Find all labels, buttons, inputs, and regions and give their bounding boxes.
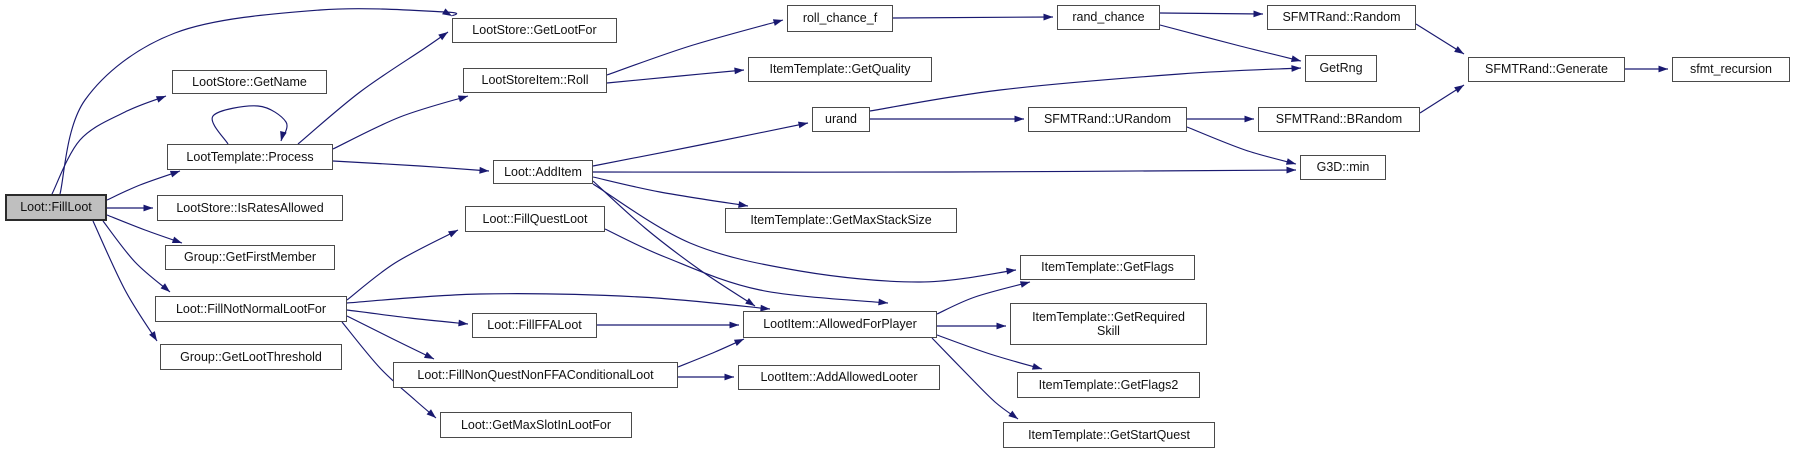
arrowhead-randChance-to-random (1253, 10, 1263, 18)
arrowhead-addItem-to-g3dMin (1286, 166, 1296, 174)
node-getLootFor[interactable]: LootStore::GetLootFor (452, 18, 617, 43)
node-getFlags[interactable]: ItemTemplate::GetFlags (1020, 255, 1195, 280)
arrowhead-allowedForPlayer-to-getFlags (1019, 281, 1030, 288)
arrowhead-process-to-addItem (479, 166, 489, 174)
edge-addItem-to-urand (592, 122, 809, 167)
arrowhead-addItem-to-urand (798, 121, 808, 129)
edge-process-to-process (211, 105, 288, 145)
edge-fillNonQuest-to-allowedForPlayer (677, 338, 745, 368)
arrowhead-fillNotNormal-to-fillFFALoot (458, 319, 468, 327)
node-getStartQuest[interactable]: ItemTemplate::GetStartQuest (1003, 422, 1215, 448)
edge-bRandom-to-generate (1419, 84, 1465, 114)
edge-addItem-to-g3dMin (592, 169, 1297, 173)
arrowhead-fillLoot-to-fillNotNormal (160, 283, 170, 292)
node-fillNotNormal[interactable]: Loot::FillNotNormalLootFor (155, 296, 347, 322)
node-getMaxStackSize[interactable]: ItemTemplate::GetMaxStackSize (725, 208, 957, 233)
arrowhead-urand-to-getRng (1291, 65, 1301, 72)
node-fillNonQuest[interactable]: Loot::FillNonQuestNonFFAConditionalLoot (393, 362, 678, 388)
node-getRng[interactable]: GetRng (1305, 55, 1377, 82)
arrowhead-fillFFALoot-to-allowedForPlayer (729, 321, 739, 329)
edge-fillNotNormal-to-fillFFALoot (346, 309, 469, 325)
node-allowedForPlayer[interactable]: LootItem::AllowedForPlayer (743, 311, 937, 338)
node-getName[interactable]: LootStore::GetName (172, 70, 327, 94)
arrowhead-roll-to-rollChanceF (772, 19, 783, 26)
node-getFlags2[interactable]: ItemTemplate::GetFlags2 (1017, 372, 1200, 398)
arrowhead-fillQuestLoot-to-allowedForPlayer (878, 298, 888, 306)
edge-roll-to-getQuality (606, 69, 745, 84)
node-process[interactable]: LootTemplate::Process (167, 144, 333, 170)
edge-process-to-addItem (332, 160, 490, 172)
edge-rollChanceF-to-randChance (892, 16, 1054, 19)
node-getFirstMember[interactable]: Group::GetFirstMember (165, 245, 335, 270)
arrowhead-fillNonQuest-to-allowedForPlayer (733, 339, 744, 346)
edge-fillLoot-to-fillNotNormal (102, 220, 171, 293)
arrowhead-addItem-to-allowedForPlayer (745, 297, 755, 306)
node-bRandom[interactable]: SFMTRand::BRandom (1258, 107, 1420, 132)
arrowhead-fillNonQuest-to-addAllowedLooter (724, 373, 734, 381)
node-getQuality[interactable]: ItemTemplate::GetQuality (748, 57, 932, 82)
arrowhead-fillLoot-to-getFirstMember (171, 236, 182, 244)
node-generate[interactable]: SFMTRand::Generate (1468, 57, 1625, 82)
arrowhead-addItem-to-getFlags (1006, 267, 1016, 275)
arrowhead-process-to-roll (457, 95, 468, 103)
arrowhead-randChance-to-getRng (1290, 55, 1301, 63)
node-g3dMin[interactable]: G3D::min (1300, 155, 1386, 180)
node-getMaxSlot[interactable]: Loot::GetMaxSlotInLootFor (440, 412, 632, 438)
arrowhead-generate-to-sfmtRecursion (1658, 65, 1668, 73)
arrowhead-process-to-process (280, 130, 287, 141)
node-uRandom[interactable]: SFMTRand::URandom (1028, 107, 1187, 132)
node-isRates[interactable]: LootStore::IsRatesAllowed (157, 195, 343, 221)
edge-uRandom-to-g3dMin (1186, 126, 1297, 165)
node-addItem[interactable]: Loot::AddItem (493, 160, 593, 184)
arrowhead-bRandom-to-generate (1454, 85, 1464, 93)
node-sfmtRecursion[interactable]: sfmt_recursion (1672, 57, 1790, 82)
arrowhead-fillLoot-to-getLootFor (442, 8, 452, 16)
arrowhead-allowedForPlayer-to-getStartQuest (1008, 410, 1018, 419)
arrowhead-allowedForPlayer-to-getRequiredSkill (996, 322, 1006, 330)
node-randChance[interactable]: rand_chance (1057, 5, 1160, 30)
node-urand[interactable]: urand (812, 107, 870, 132)
arrowhead-process-to-getLootFor (438, 32, 448, 41)
node-fillLoot[interactable]: Loot::FillLoot (5, 194, 107, 221)
arrowhead-fillLoot-to-process (169, 170, 180, 178)
node-random[interactable]: SFMTRand::Random (1267, 5, 1416, 30)
edge-fillNotNormal-to-allowedForPlayer (346, 293, 771, 310)
arrowhead-fillNotNormal-to-fillQuestLoot (448, 230, 458, 238)
edge-fillNotNormal-to-fillNonQuest (346, 315, 435, 360)
edge-randChance-to-random (1159, 12, 1264, 15)
arrowhead-uRandom-to-bRandom (1244, 115, 1254, 123)
edge-fillLoot-to-getLootThreshold (92, 220, 158, 342)
arrowhead-fillLoot-to-getLootThreshold (149, 331, 157, 341)
edge-addItem-to-allowedForPlayer (592, 180, 756, 307)
edge-randChance-to-getRng (1159, 24, 1302, 62)
edge-addItem-to-getFlags (592, 183, 1017, 283)
arrowhead-allowedForPlayer-to-getFlags2 (1031, 363, 1042, 370)
arrowhead-fillNotNormal-to-getMaxSlot (426, 409, 436, 418)
edge-fillQuestLoot-to-allowedForPlayer (604, 228, 889, 304)
edge-allowedForPlayer-to-getStartQuest (931, 337, 1019, 420)
arrowhead-fillLoot-to-isRates (143, 204, 153, 212)
arrowhead-roll-to-getQuality (734, 67, 744, 75)
edge-addItem-to-getMaxStackSize (592, 176, 749, 207)
arrowhead-uRandom-to-g3dMin (1285, 158, 1296, 165)
arrowhead-urand-to-uRandom (1014, 115, 1024, 123)
edge-fillLoot-to-getName (51, 95, 167, 195)
node-addAllowedLooter[interactable]: LootItem::AddAllowedLooter (738, 365, 940, 390)
node-rollChanceF[interactable]: roll_chance_f (787, 5, 893, 32)
edge-fillNotNormal-to-fillQuestLoot (346, 229, 459, 301)
node-getLootThreshold[interactable]: Group::GetLootThreshold (160, 344, 342, 370)
edge-urand-to-getRng (869, 67, 1302, 112)
node-roll[interactable]: LootStoreItem::Roll (463, 68, 607, 93)
arrowhead-random-to-generate (1454, 46, 1464, 54)
node-fillQuestLoot[interactable]: Loot::FillQuestLoot (465, 206, 605, 232)
arrowhead-fillLoot-to-getName (155, 96, 166, 103)
edge-process-to-roll (332, 95, 469, 150)
arrowhead-rollChanceF-to-randChance (1043, 13, 1053, 21)
node-fillFFALoot[interactable]: Loot::FillFFALoot (472, 313, 597, 338)
arrowhead-fillNotNormal-to-fillNonQuest (423, 351, 434, 359)
edge-random-to-generate (1415, 23, 1465, 55)
node-getRequiredSkill[interactable]: ItemTemplate::GetRequired Skill (1010, 303, 1207, 345)
arrowhead-addItem-to-getMaxStackSize (738, 201, 748, 208)
